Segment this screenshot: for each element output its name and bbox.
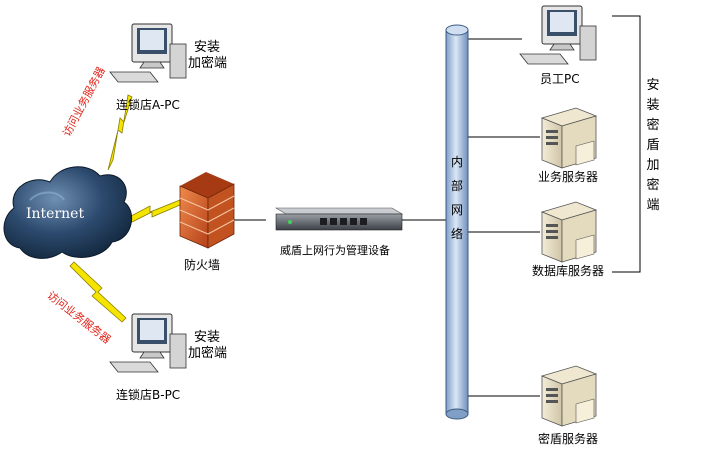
database-server-label: 数据库服务器 <box>532 264 605 278</box>
pc-b-note-line2: 加密端 <box>188 346 228 361</box>
shield-server-label: 密盾服务器 <box>538 432 599 446</box>
pc-a-note-line1: 安装 <box>194 40 221 55</box>
device-label: 威盾上网行为管理设备 <box>280 244 390 257</box>
pc-b-label: 连锁店B-PC <box>116 388 181 402</box>
pc-a-icon <box>109 23 187 83</box>
internet-cloud <box>3 166 133 259</box>
pc-b-icon <box>109 313 187 373</box>
shield-server-icon <box>540 365 598 427</box>
pc-a-label: 连锁店A-PC <box>116 98 180 112</box>
behavior-management-device-icon <box>274 207 404 231</box>
business-server-label: 业务服务器 <box>538 170 599 184</box>
pc-a-note-line2: 加密端 <box>188 56 228 71</box>
internal-network-label: 内部网络 <box>450 155 463 241</box>
bolt-a <box>107 94 133 171</box>
right-group-label: 安装密盾加密端 <box>646 78 660 213</box>
bolt-b <box>69 261 127 323</box>
business-server-icon <box>540 107 598 169</box>
internet-label: Internet <box>26 206 85 222</box>
employee-pc-label: 员工PC <box>540 72 580 86</box>
pc-b-note-line1: 安装 <box>194 330 221 345</box>
connection-lines <box>232 15 641 397</box>
internal-network-pipe <box>445 24 469 420</box>
group-bracket <box>612 15 641 273</box>
database-server-icon <box>540 201 598 263</box>
firewall-label: 防火墙 <box>184 258 221 272</box>
firewall-icon <box>179 172 235 249</box>
employee-pc-icon <box>519 5 597 65</box>
